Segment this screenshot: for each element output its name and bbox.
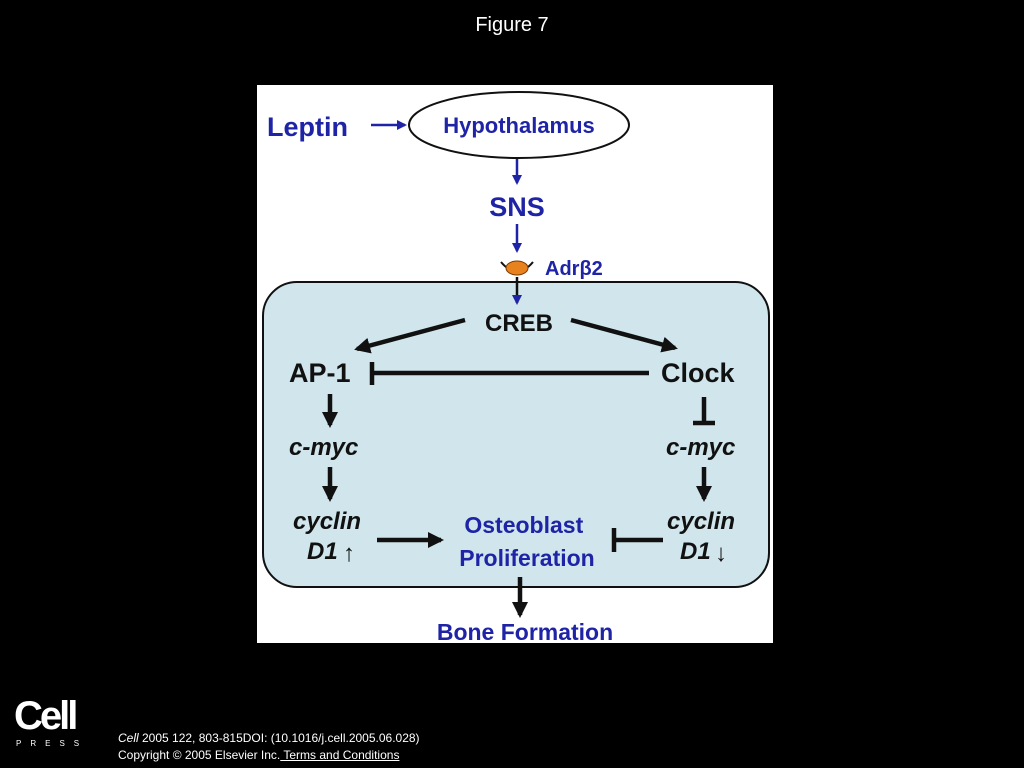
receptor-icon <box>505 260 529 276</box>
node-cmyc-right: c-myc <box>666 434 735 461</box>
node-osteoblast: Osteoblast Proliferation <box>459 512 594 571</box>
node-cmyc-left: c-myc <box>289 434 358 461</box>
node-creb: CREB <box>485 310 553 337</box>
copyright-text: Copyright © 2005 Elsevier Inc. <box>118 748 281 762</box>
edge-creb-clock <box>570 317 678 353</box>
node-leptin: Leptin <box>267 112 348 142</box>
cyclin-left-line2: D1 <box>307 538 338 565</box>
journal-name: Cell <box>118 731 139 745</box>
node-clock: Clock <box>661 358 736 388</box>
cyclin-left-line1: cyclin <box>293 508 361 535</box>
cell-press-logo: Cell PRESS <box>14 694 89 750</box>
down-arrow: ↓ <box>715 540 727 567</box>
terms-link[interactable]: Terms and Conditions <box>280 748 400 762</box>
copyright-line: Copyright © 2005 Elsevier Inc. Terms and… <box>118 747 420 764</box>
node-bone-formation: Bone Formation <box>437 619 613 643</box>
logo-press: PRESS <box>16 739 89 748</box>
citation-text: 2005 122, 803-815DOI: (10.1016/j.cell.20… <box>138 731 420 745</box>
node-hypothalamus: Hypothalamus <box>443 113 595 138</box>
cyclin-right-line1: cyclin <box>667 508 735 535</box>
edge-creb-ap1 <box>354 317 466 354</box>
node-ap1: AP-1 <box>289 358 351 388</box>
hypothalamus-ellipse <box>408 91 630 159</box>
osteoblast-line1: Osteoblast <box>464 512 583 538</box>
slide-title: Figure 7 <box>475 14 549 36</box>
pathway-diagram: Leptin Hypothalamus SNS Adrβ2 CREB AP-1 … <box>257 85 773 643</box>
up-arrow: ↑ <box>343 540 355 567</box>
logo-word: Cell <box>14 694 78 738</box>
node-receptor: Adrβ2 <box>545 258 603 280</box>
node-cyclin-right: cyclin D1 <box>667 508 742 565</box>
cyclin-right-line2: D1 <box>680 538 711 565</box>
osteoblast-line2: Proliferation <box>459 545 594 571</box>
node-cyclin-left: cyclin D1 <box>293 508 368 565</box>
node-sns: SNS <box>489 192 545 222</box>
citation-line: Cell 2005 122, 803-815DOI: (10.1016/j.ce… <box>118 730 420 747</box>
citation-block: Cell 2005 122, 803-815DOI: (10.1016/j.ce… <box>118 730 420 764</box>
